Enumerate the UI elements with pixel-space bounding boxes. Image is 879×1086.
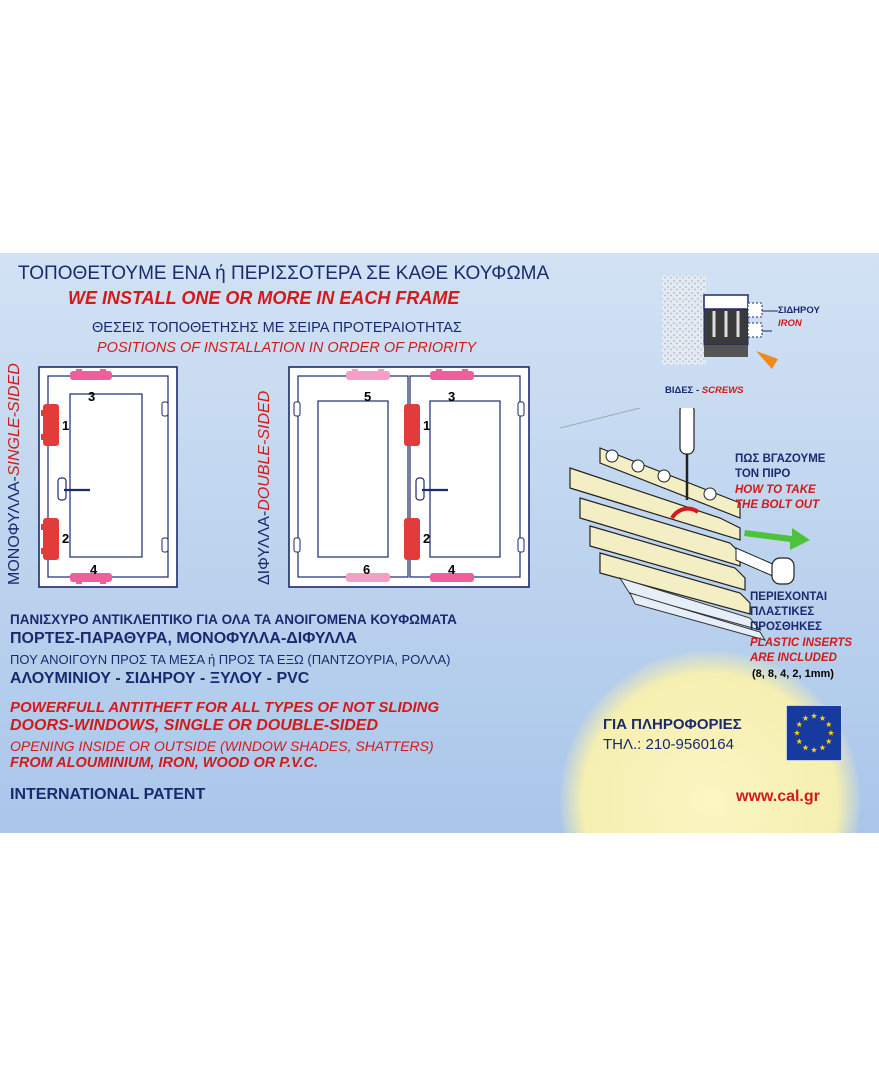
position-number: 1 (62, 418, 70, 433)
position-number: 6 (363, 562, 371, 577)
eu-star (793, 729, 801, 736)
info-label: ΓΙΑ ΠΛΗΡΟΦΟΡΙΕΣ (603, 716, 742, 733)
rotate-arrow-icon (670, 506, 700, 520)
lock-position-center-lower (404, 518, 420, 560)
lock-position-top-left-leaf (346, 369, 390, 380)
bolt-title-english-1: HOW TO TAKE (735, 484, 816, 496)
position-number: 2 (62, 531, 70, 546)
website-link[interactable]: www.cal.gr (736, 788, 820, 805)
handle-icon (415, 477, 448, 501)
lock-position-left-upper (41, 404, 59, 446)
lock-position-center-upper (404, 404, 420, 446)
bolt-title-greek-1: ΠΩΣ ΒΓΑΖΟΥΜΕ (735, 453, 826, 465)
arrow-icon (756, 351, 778, 369)
eu-star (802, 744, 809, 751)
greek-line-1: ΠΑΝΙΣΧΥΡΟ ΑΝΤΙΚΛΕΠΤΙΚΟ ΓΙΑ ΟΛΑ ΤΑ ΑΝΟΙΓΟ… (10, 612, 457, 627)
wall-mount-detail (662, 275, 778, 369)
subtitle-greek: ΘΕΣΕΙΣ ΤΟΠΟΘΕΤΗΣΗΣ ΜΕ ΣΕΙΡΑ ΠΡΟΤΕΡΑΙΟΤΗΤ… (92, 320, 462, 336)
position-number: 3 (448, 389, 456, 404)
english-line-3: OPENING INSIDE OR OUTSIDE (WINDOW SHADES… (10, 738, 434, 754)
greek-line-4: ΑΛΟΥΜΙΝΙΟΥ - ΣΙΔΗΡΟΥ - ΞΥΛΟΥ - PVC (10, 670, 310, 687)
iron-label-greek: ΣΙΔΗΡΟΥ (778, 305, 820, 316)
inserts-english-2: ARE INCLUDED (750, 652, 837, 664)
eu-star (819, 744, 826, 751)
position-number: 2 (423, 531, 431, 546)
lock-position-left-lower (41, 518, 59, 560)
eu-star (810, 712, 818, 719)
position-number: 3 (88, 389, 96, 404)
iron-label-english: IRON (778, 318, 802, 329)
bolt-icon (735, 547, 795, 585)
hinge-icon (293, 401, 525, 553)
title-greek: ΤΟΠΟΘΕΤΟΥΜΕ ΕΝΑ ή ΠΕΡΙΣΣΟΤΕΡΑ ΣΕ ΚΑΘΕ ΚΟ… (18, 263, 550, 284)
single-window-diagram (38, 366, 178, 588)
lock-position-top (70, 369, 112, 380)
eu-star (796, 721, 803, 728)
international-patent: INTERNATIONAL PATENT (10, 786, 206, 803)
eu-flag-icon (786, 705, 842, 761)
screwdriver-icon (679, 408, 695, 500)
eu-star (810, 746, 818, 753)
position-number: 5 (364, 389, 372, 404)
info-panel: ΤΟΠΟΘΕΤΟΥΜΕ ΕΝΑ ή ΠΕΡΙΣΣΟΤΕΡΑ ΣΕ ΚΑΘΕ ΚΟ… (0, 253, 879, 833)
eu-star (802, 715, 809, 721)
double-sided-label: ΔΙΦΥΛΛΑ-DOUBLE-SIDED (256, 390, 273, 585)
double-window-diagram (288, 366, 530, 588)
eu-star (825, 738, 832, 745)
screws-label: ΒΙΔΕΣ - SCREWS (665, 385, 744, 396)
insert-sizes: (8, 8, 4, 2, 1mm) (752, 668, 834, 680)
position-number: 1 (423, 418, 431, 433)
greek-line-2: ΠΟΡΤΕΣ-ΠΑΡΑΘΥΡΑ, ΜΟΝΟΦΥΛΛΑ-ΔΙΦΥΛΛΑ (10, 630, 358, 647)
english-line-1: POWERFULL ANTITHEFT FOR ALL TYPES OF NOT… (10, 699, 440, 716)
eu-star (825, 721, 832, 728)
greek-line-3: ΠΟΥ ΑΝΟΙΓΟΥΝ ΠΡΟΣ ΤΑ ΜΕΣΑ ή ΠΡΟΣ ΤΑ ΕΞΩ … (10, 652, 451, 667)
inserts-english-1: PLASTIC INSERTS (750, 637, 853, 649)
inserts-greek-2: ΠΛΑΣΤΙΚΕΣ (750, 606, 815, 618)
inserts-greek-1: ΠΕΡΙΕΧΟΝΤΑΙ (750, 591, 828, 603)
english-line-2: DOORS-WINDOWS, SINGLE OR DOUBLE-SIDED (10, 717, 378, 734)
screw-icon (712, 311, 740, 337)
inserts-greek-3: ΠΡΟΣΘΗΚΕΣ (750, 621, 822, 633)
title-english: WE INSTALL ONE OR MORE IN EACH FRAME (68, 288, 460, 308)
bolt-removal-illustration (560, 408, 810, 641)
english-line-4: FROM ALOUMINIUM, IRON, WOOD OR P.V.C. (10, 755, 318, 771)
eu-star (796, 738, 803, 745)
lock-position-bottom (70, 573, 112, 584)
single-sided-label: ΜΟΝΟΦΥΛΛΑ-SINGLE-SIDED (6, 363, 23, 585)
lock-position-bottom-left-leaf (346, 573, 390, 582)
pull-arrow-icon (744, 528, 810, 550)
eu-star (827, 729, 835, 736)
position-number: 4 (448, 562, 456, 577)
subtitle-english: POSITIONS OF INSTALLATION IN ORDER OF PR… (97, 340, 477, 356)
handle-icon (57, 477, 90, 501)
hinge-icon (161, 401, 169, 553)
bolt-title-greek-2: ΤΟΝ ΠΙΡΟ (735, 468, 791, 480)
bolt-title-english-2: THE BOLT OUT (735, 499, 820, 511)
phone-number: ΤΗΛ.: 210-9560164 (603, 736, 734, 753)
eu-star (819, 715, 826, 721)
lock-position-bottom-right-leaf (430, 573, 474, 582)
lock-position-top-right-leaf (430, 369, 474, 380)
position-number: 4 (90, 562, 98, 577)
